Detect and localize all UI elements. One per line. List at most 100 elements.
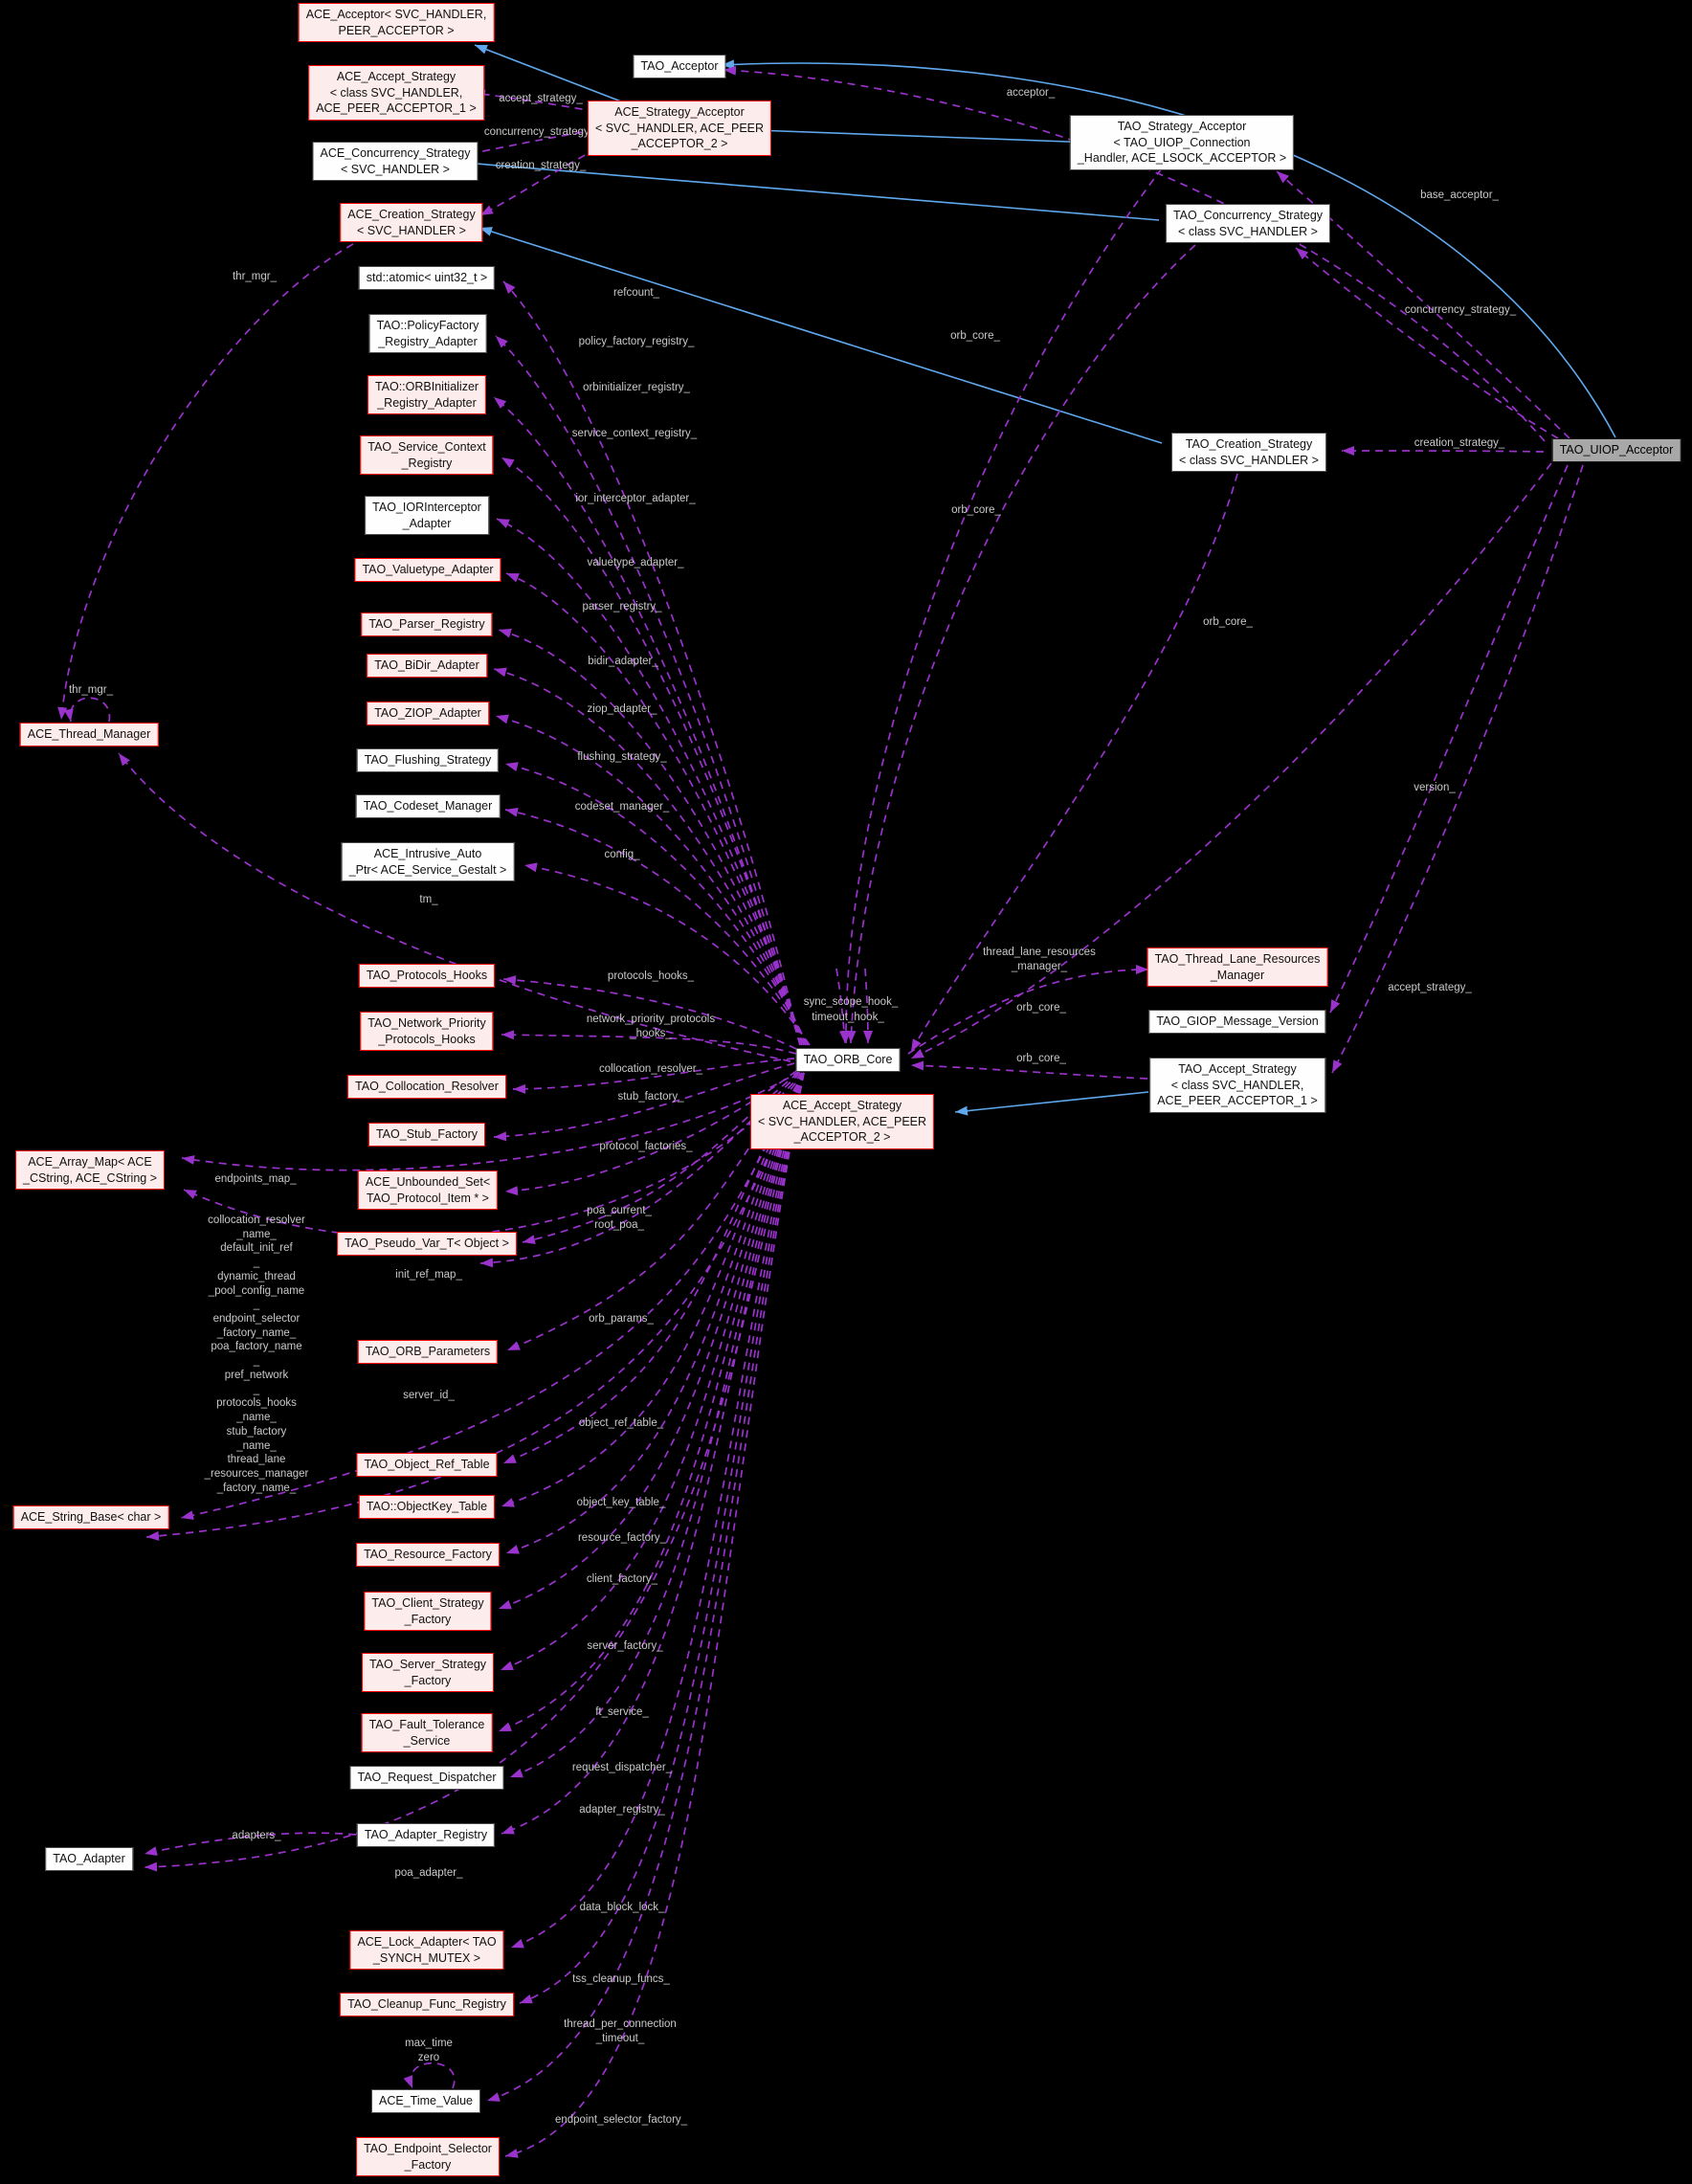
inheritance-edge: [954, 1091, 1149, 1116]
node-pseudo-var[interactable]: TAO_Pseudo_Var_T< Object >: [337, 1232, 517, 1256]
node-ace-accept-strategy-2[interactable]: ACE_Accept_Strategy < SVC_HANDLER, ACE_P…: [749, 1094, 935, 1149]
node-intrusive-auto-ptr[interactable]: ACE_Intrusive_Auto _Ptr< ACE_Service_Ges…: [341, 842, 515, 881]
node-service-context-registry[interactable]: TAO_Service_Context _Registry: [360, 435, 494, 475]
edge-label: protocol_factories_: [599, 1141, 693, 1152]
edge-label: tm_: [419, 894, 438, 905]
edge-label: flushing_strategy_: [577, 751, 667, 763]
edge-label: ior_interceptor_adapter_: [575, 493, 696, 504]
node-stub-factory[interactable]: TAO_Stub_Factory: [367, 1123, 486, 1147]
edge-label: ziop_adapter_: [587, 703, 657, 715]
node-array-map[interactable]: ACE_Array_Map< ACE _CString, ACE_CString…: [15, 1150, 165, 1190]
edge-label: orb_core_: [1016, 1053, 1066, 1064]
node-object-ref-table[interactable]: TAO_Object_Ref_Table: [356, 1453, 498, 1477]
edge-label: request_dispatcher_: [571, 1762, 673, 1773]
association-edge: [486, 1072, 805, 2102]
node-protocols-hooks[interactable]: TAO_Protocols_Hooks: [358, 964, 496, 988]
association-edge: [493, 667, 807, 1046]
inheritance-edge: [479, 227, 1163, 444]
node-adapter-registry[interactable]: TAO_Adapter_Registry: [356, 1823, 496, 1847]
node-ziop-adapter[interactable]: TAO_ZIOP_Adapter: [367, 702, 489, 725]
edge-label: bidir_adapter_: [588, 656, 658, 667]
node-request-dispatcher[interactable]: TAO_Request_Dispatcher: [349, 1766, 504, 1790]
edge-label: poa_current_ root_poa_: [587, 1205, 652, 1231]
node-tao-acceptor[interactable]: TAO_Acceptor: [633, 55, 726, 78]
node-orb-parameters[interactable]: TAO_ORB_Parameters: [357, 1340, 499, 1364]
edge-label: orb_core_: [951, 504, 1001, 516]
association-edge: [1341, 446, 1545, 457]
node-tao-creation-strategy[interactable]: TAO_Creation_Strategy < class SVC_HANDLE…: [1171, 433, 1326, 472]
node-ior-interceptor-adapter[interactable]: TAO_IORInterceptor _Adapter: [365, 496, 489, 535]
edge-label: refcount_: [613, 287, 659, 299]
edge-label: collocation_resolver _name_ default_init…: [204, 1215, 309, 1494]
edge-label: parser_registry_: [582, 601, 662, 613]
association-edge: [504, 1072, 805, 2158]
association-edge: [502, 975, 797, 1050]
edge-label: stub_factory_: [617, 1091, 684, 1103]
association-edge: [498, 1072, 805, 1610]
node-network-priority-protocols-hooks[interactable]: TAO_Network_Priority _Protocols_Hooks: [360, 1012, 494, 1051]
edge-label: thr_mgr_: [68, 684, 114, 696]
node-endpoint-selector-factory[interactable]: TAO_Endpoint_Selector _Factory: [356, 2137, 500, 2176]
node-thread-lane-resources-manager[interactable]: TAO_Thread_Lane_Resources _Manager: [1147, 947, 1328, 987]
edge-label: accept_strategy_: [499, 93, 583, 104]
association-edge: [504, 1070, 797, 1196]
edge-label: orb_core_: [1203, 616, 1253, 628]
edge-label: thread_lane_resources _manager_: [983, 947, 1096, 972]
node-string-base[interactable]: ACE_String_Base< char >: [12, 1505, 169, 1529]
node-thread-manager[interactable]: ACE_Thread_Manager: [19, 723, 159, 747]
node-ace-creation-strategy[interactable]: ACE_Creation_Strategy < SVC_HANDLER >: [340, 203, 483, 242]
association-edge: [500, 1072, 805, 1671]
edge-label: concurrency_strategy_: [483, 126, 596, 138]
edge-label: timeout_hook_: [812, 1012, 884, 1023]
node-parser-registry[interactable]: TAO_Parser_Registry: [361, 613, 493, 636]
association-edge: [57, 243, 354, 721]
edge-label: resource_factory_: [577, 1532, 667, 1544]
node-orbinitializer-registry[interactable]: TAO::ORBInitializer _Registry_Adapter: [367, 375, 487, 414]
node-tao-orb-core[interactable]: TAO_ORB_Core: [795, 1048, 901, 1072]
node-codeset-manager[interactable]: TAO_Codeset_Manager: [355, 794, 501, 818]
node-tao-accept-strategy[interactable]: TAO_Accept_Strategy < class SVC_HANDLER,…: [1149, 1058, 1325, 1113]
edge-label: policy_factory_registry_: [578, 336, 695, 347]
edge-label: thr_mgr_: [232, 271, 278, 282]
node-tao-uiop-acceptor[interactable]: TAO_UIOP_Acceptor: [1551, 438, 1681, 462]
node-tao-strategy-acceptor[interactable]: TAO_Strategy_Acceptor < TAO_UIOP_Connect…: [1069, 115, 1295, 170]
node-valuetype-adapter[interactable]: TAO_Valuetype_Adapter: [354, 558, 501, 582]
node-ace-concurrency-strategy[interactable]: ACE_Concurrency_Strategy < SVC_HANDLER >: [312, 142, 479, 181]
edge-label: orbinitializer_registry_: [583, 382, 690, 393]
node-collocation-resolver[interactable]: TAO_Collocation_Resolver: [347, 1075, 506, 1099]
association-edge: [509, 1072, 805, 1778]
node-bidir-adapter[interactable]: TAO_BiDir_Adapter: [367, 654, 487, 678]
association-edge: [493, 396, 801, 1046]
node-client-strategy-factory[interactable]: TAO_Client_Strategy _Factory: [364, 1592, 492, 1631]
edge-label: creation_strategy_: [495, 160, 587, 171]
edge-label: config_: [604, 849, 640, 860]
node-unbounded-set[interactable]: ACE_Unbounded_Set< TAO_Protocol_Item * >: [357, 1170, 499, 1210]
node-cleanup-func-registry[interactable]: TAO_Cleanup_Func_Registry: [340, 1993, 514, 2017]
association-edge: [512, 1058, 795, 1094]
association-edge: [910, 1060, 1148, 1080]
node-lock-adapter[interactable]: ACE_Lock_Adapter< TAO _SYNCH_MUTEX >: [349, 1930, 504, 1970]
node-resource-factory[interactable]: TAO_Resource_Factory: [356, 1543, 500, 1567]
node-time-value[interactable]: ACE_Time_Value: [371, 2089, 480, 2113]
edge-label: init_ref_map_: [395, 1269, 462, 1281]
node-tao-adapter[interactable]: TAO_Adapter: [45, 1847, 133, 1871]
edge-label: thread_per_connection _timeout_: [564, 2018, 677, 2044]
association-edge: [1276, 170, 1570, 439]
node-ace-strategy-acceptor[interactable]: ACE_Strategy_Acceptor < SVC_HANDLER, ACE…: [587, 100, 772, 156]
node-tao-concurrency-strategy[interactable]: TAO_Concurrency_Strategy < class SVC_HAN…: [1165, 204, 1331, 243]
association-edge: [835, 968, 849, 1044]
node-flushing-strategy[interactable]: TAO_Flushing_Strategy: [356, 748, 500, 772]
node-ace-accept-strategy-1[interactable]: ACE_Accept_Strategy < class SVC_HANDLER,…: [308, 65, 484, 121]
node-ace-acceptor[interactable]: ACE_Acceptor< SVC_HANDLER, PEER_ACCEPTOR…: [298, 3, 495, 42]
node-policy-factory-registry[interactable]: TAO::PolicyFactory _Registry_Adapter: [368, 314, 487, 353]
node-objectkey-table[interactable]: TAO::ObjectKey_Table: [358, 1495, 496, 1519]
association-edge: [145, 1072, 805, 1541]
association-edge: [496, 518, 803, 1046]
edge-label: max_time zero: [405, 2038, 453, 2063]
node-std-atomic[interactable]: std::atomic< uint32_t >: [358, 266, 496, 290]
node-giop-message-version[interactable]: TAO_GIOP_Message_Version: [1148, 1010, 1326, 1034]
node-fault-tolerance-service[interactable]: TAO_Fault_Tolerance _Service: [361, 1713, 493, 1752]
association-edge: [493, 1062, 795, 1142]
node-server-strategy-factory[interactable]: TAO_Server_Strategy _Factory: [361, 1653, 495, 1692]
